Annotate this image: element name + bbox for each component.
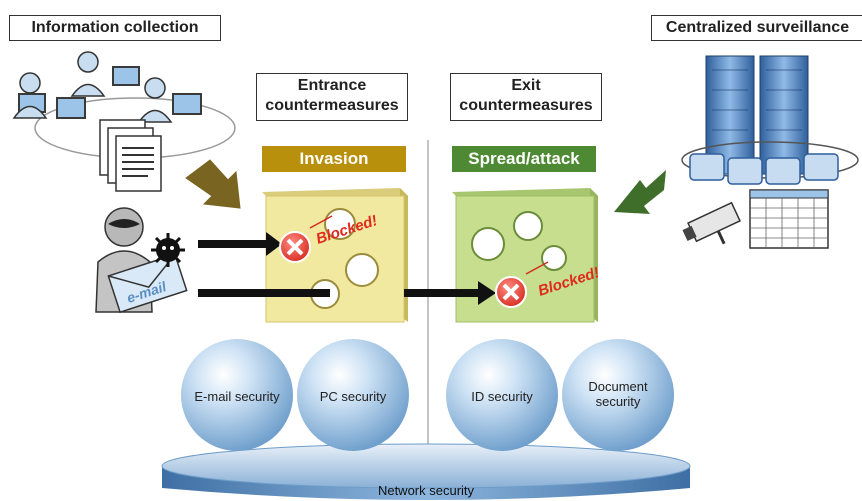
network-people-icon bbox=[12, 51, 236, 192]
arrow-left-icon bbox=[185, 159, 241, 209]
pc-security-label: PC security bbox=[320, 389, 387, 404]
network-platform: Network security bbox=[161, 443, 691, 500]
sphere-pc-security: PC security bbox=[297, 339, 409, 451]
sphere-id-security: ID security bbox=[446, 339, 558, 451]
attacker-icon: e-mail bbox=[95, 207, 188, 314]
document-security-label-1: Document bbox=[588, 379, 648, 394]
email-security-label: E-mail security bbox=[194, 389, 280, 404]
invasion-tag: Invasion bbox=[262, 146, 406, 172]
exit-line1: Exit bbox=[511, 77, 541, 94]
spread-attack-tag: Spread/attack bbox=[452, 146, 596, 172]
attack-arrows bbox=[198, 232, 496, 305]
sphere-email-security: E-mail security bbox=[181, 339, 293, 451]
entrance-line2: countermeasures bbox=[265, 97, 399, 114]
blocked-icon-exit bbox=[495, 261, 549, 308]
blocked-icon-entrance bbox=[279, 215, 333, 263]
server-surveillance-icon bbox=[681, 55, 859, 249]
arrow-right-icon bbox=[614, 170, 666, 214]
exit-countermeasures-label: Exit countermeasures bbox=[450, 73, 602, 121]
entrance-countermeasures-label: Entrance countermeasures bbox=[256, 73, 408, 121]
id-security-label: ID security bbox=[471, 389, 533, 404]
network-security-label: Network security bbox=[378, 483, 475, 498]
sphere-document-security: Document security bbox=[562, 339, 674, 451]
centralized-surveillance-label: Centralized surveillance bbox=[651, 15, 862, 41]
document-security-label-2: security bbox=[596, 394, 641, 409]
exit-line2: countermeasures bbox=[459, 97, 593, 114]
information-collection-label: Information collection bbox=[9, 15, 221, 41]
exit-wall bbox=[452, 188, 598, 323]
entrance-line1: Entrance bbox=[297, 77, 367, 94]
